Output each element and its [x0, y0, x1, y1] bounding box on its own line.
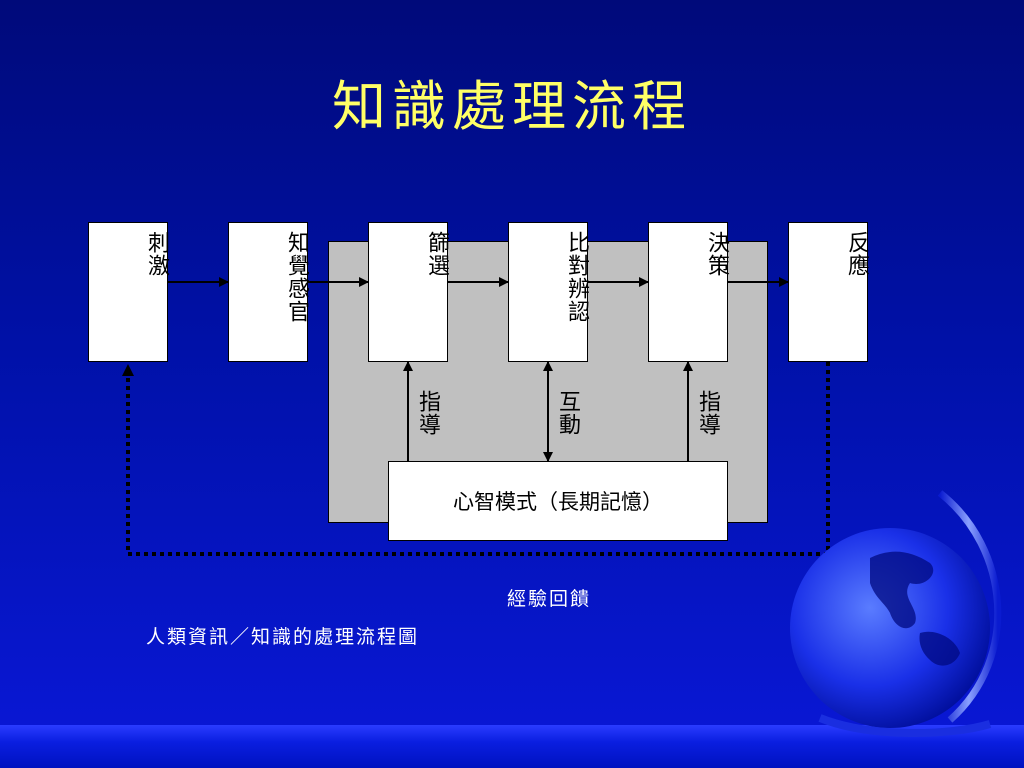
edge-label-guide-right: 指導	[695, 390, 720, 436]
node-stimulus-label: 刺激	[144, 231, 169, 277]
feedback-loop	[126, 362, 830, 556]
node-compare-label: 比對辨認	[564, 231, 589, 323]
node-mental-model-label: 心智模式（長期記憶）	[453, 490, 663, 514]
node-compare: 比對辨認	[508, 222, 589, 362]
node-mental-model: 心智模式（長期記憶）	[388, 461, 728, 541]
node-perception-label: 知覺感官	[284, 231, 309, 323]
feedback-arrowhead	[122, 364, 134, 376]
edge-label-guide-left: 指導	[415, 390, 440, 436]
feedback-label: 經驗回饋	[507, 588, 592, 610]
node-filter-label: 篩選	[424, 231, 449, 277]
node-response: 反應	[788, 222, 869, 362]
globe-icon	[790, 490, 1002, 737]
node-filter: 篩選	[368, 222, 449, 362]
edge-label-interact: 互動	[555, 390, 580, 436]
slide-title: 知識處理流程	[332, 75, 692, 138]
bottom-decorative-bar	[0, 725, 1024, 768]
node-response-label: 反應	[844, 231, 869, 277]
node-decision-label: 決策	[704, 231, 729, 277]
node-decision: 決策	[648, 222, 729, 362]
node-stimulus: 刺激	[88, 222, 169, 362]
node-perception: 知覺感官	[228, 222, 309, 362]
figure-caption: 人類資訊／知識的處理流程圖	[146, 626, 420, 648]
